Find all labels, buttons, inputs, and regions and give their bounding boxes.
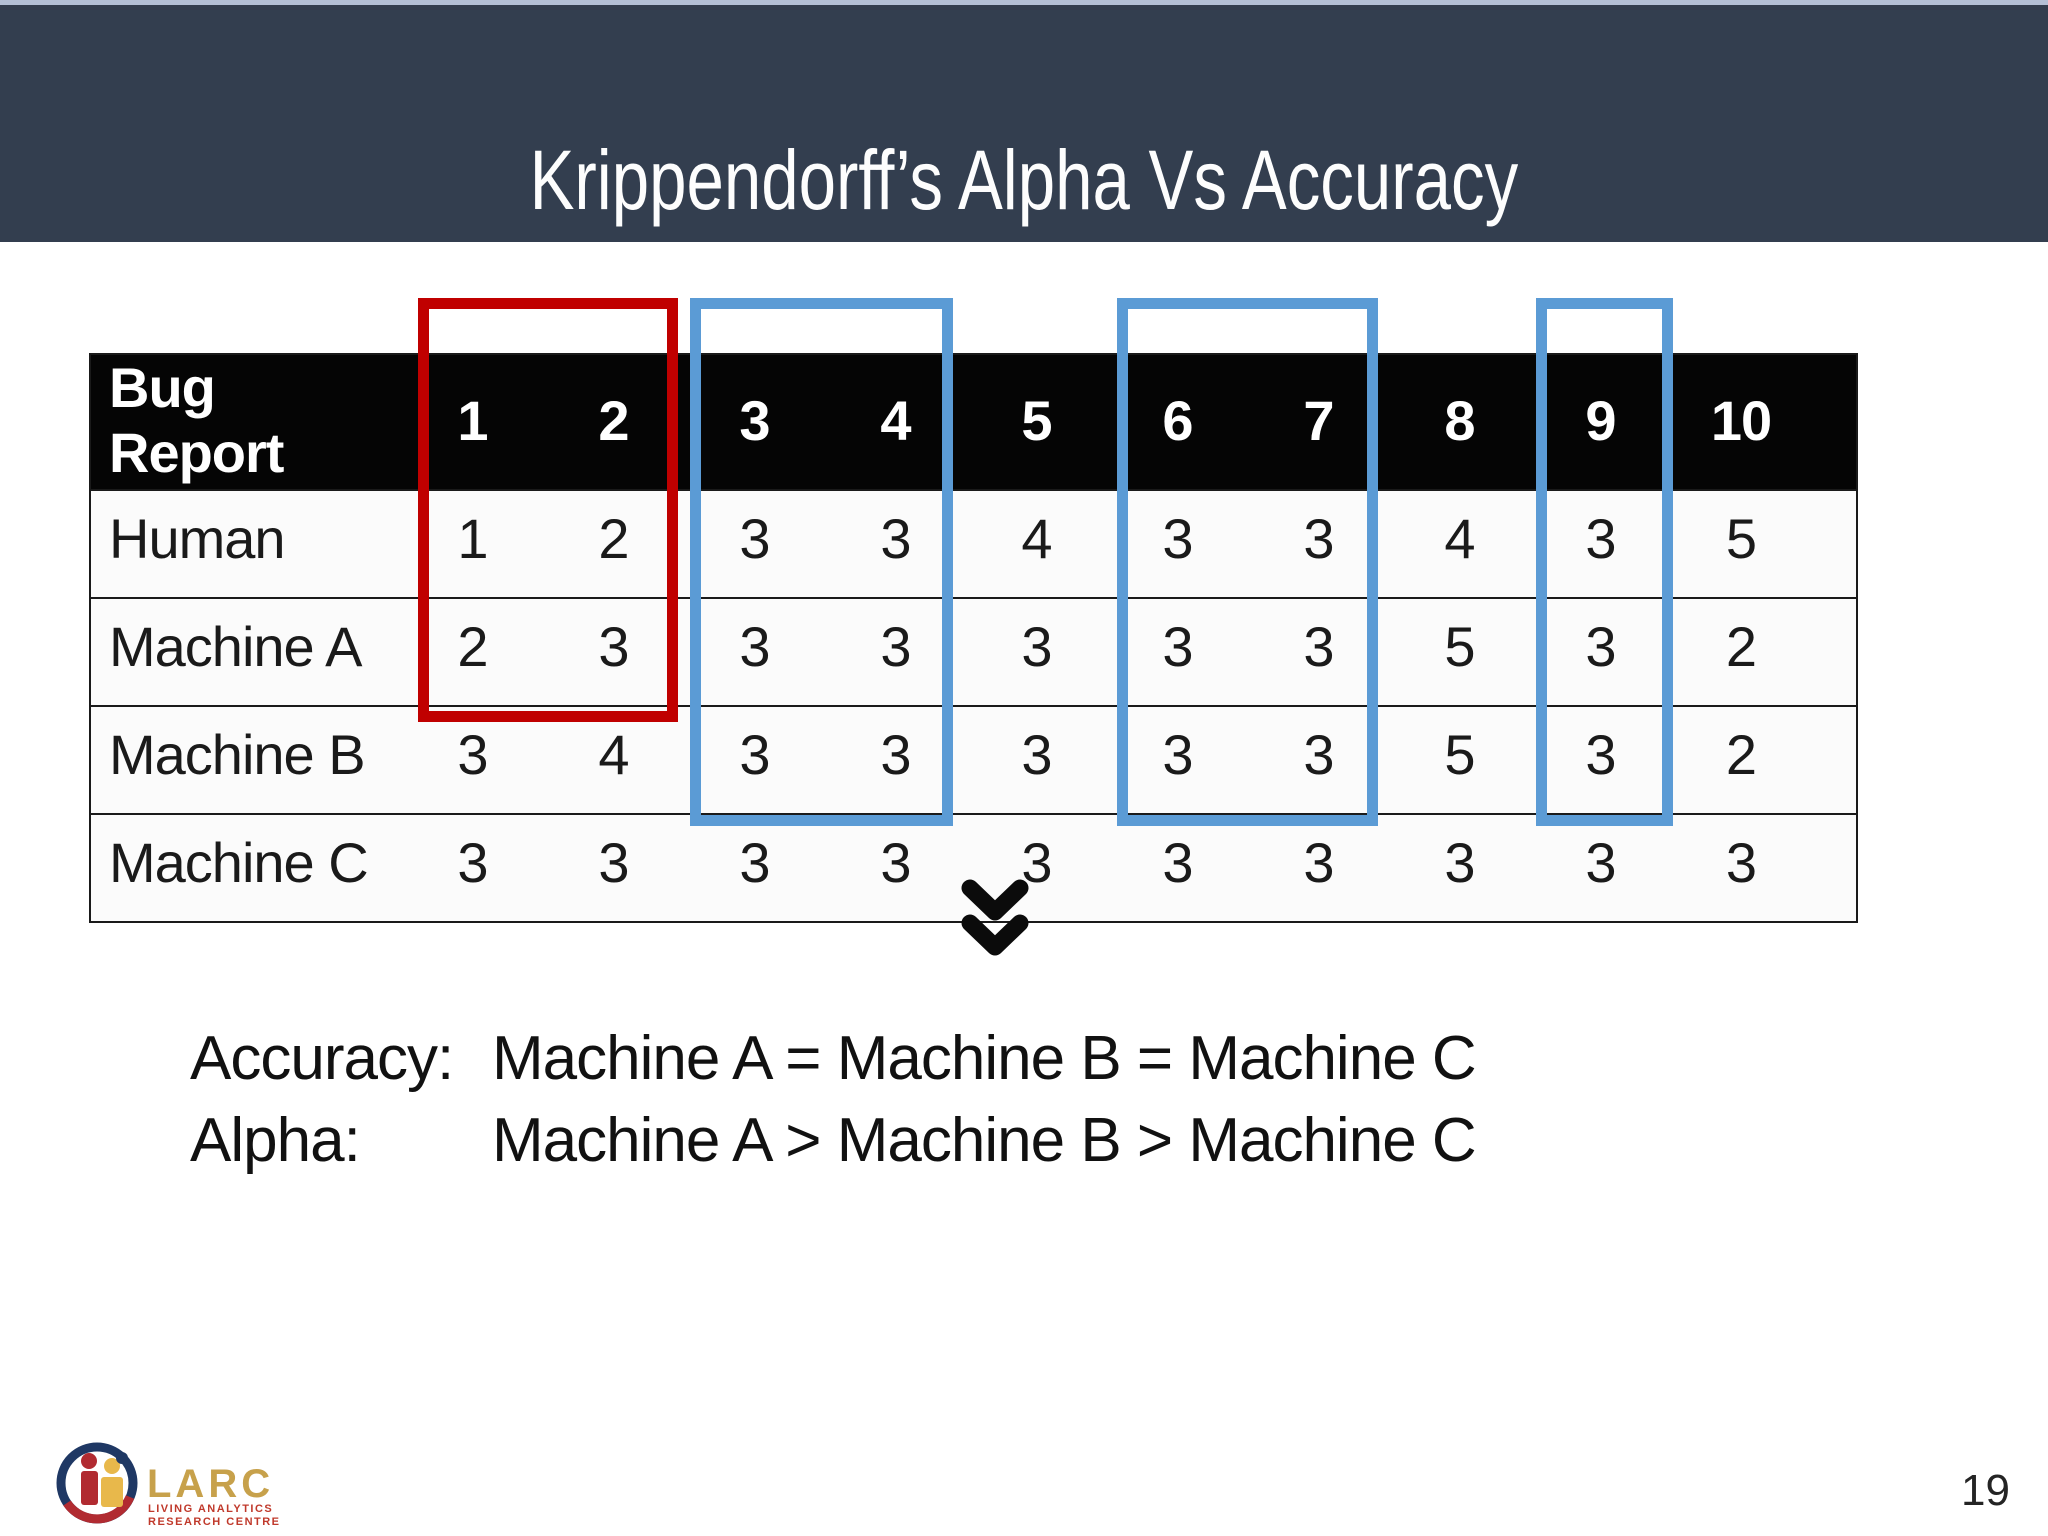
table-header-col-7: 7 [1248, 354, 1389, 490]
row-label: Machine C [90, 813, 402, 922]
alpha-value: Machine A > Machine B > Machine C [492, 1106, 1477, 1175]
data-cell: 4 [966, 489, 1107, 598]
alpha-label: Alpha: [190, 1106, 361, 1175]
logo-subline-2: RESEARCH CENTRE [148, 1516, 281, 1528]
data-cell: 3 [1530, 813, 1671, 922]
data-cell: 3 [543, 597, 684, 706]
row-label: Human [90, 489, 402, 598]
data-cell: 3 [684, 705, 825, 814]
table-header-col-8: 8 [1389, 354, 1530, 490]
highlight-box-blue-cols-6-7 [1117, 298, 1378, 826]
data-cell: 3 [1248, 813, 1389, 922]
logo-wordmark: LARC [147, 1462, 274, 1506]
double-chevron-down-icon [961, 879, 1029, 956]
row-label: Machine B [90, 705, 402, 814]
data-cell: 3 [1107, 705, 1248, 814]
data-cell: 3 [1107, 813, 1248, 922]
data-cell: 3 [966, 705, 1107, 814]
table-header-col-2: 2 [543, 354, 684, 490]
data-cell: 3 [966, 597, 1107, 706]
highlight-box-red-cols-1-2 [418, 298, 678, 722]
data-cell: 5 [1389, 705, 1530, 814]
data-cell: 3 [1530, 489, 1671, 598]
table-header-col-5: 5 [966, 354, 1107, 490]
data-cell: 3 [1530, 705, 1671, 814]
data-cell: 2 [1671, 705, 1857, 814]
data-cell: 3 [1248, 597, 1389, 706]
table-header-col-6: 6 [1107, 354, 1248, 490]
data-cell: 2 [1671, 597, 1857, 706]
data-cell: 3 [1107, 489, 1248, 598]
table-header-col-3: 3 [684, 354, 825, 490]
data-cell: 3 [1248, 489, 1389, 598]
data-cell: 3 [402, 813, 543, 922]
data-cell: 3 [1107, 597, 1248, 706]
data-cell: 5 [1389, 597, 1530, 706]
data-cell: 5 [1671, 489, 1857, 598]
table-header-col-9: 9 [1530, 354, 1671, 490]
data-cell: 3 [1530, 597, 1671, 706]
data-cell: 3 [684, 813, 825, 922]
top-accent-strip [0, 0, 2048, 5]
accuracy-value: Machine A = Machine B = Machine C [492, 1024, 1477, 1093]
alpha-line: Alpha: Machine A > Machine B > Machine C [190, 1100, 1477, 1182]
data-cell: 3 [684, 489, 825, 598]
data-cell: 2 [543, 489, 684, 598]
accuracy-line: Accuracy: Machine A = Machine B = Machin… [190, 1018, 1477, 1100]
data-cell: 3 [684, 597, 825, 706]
data-cell: 4 [543, 705, 684, 814]
page-title: Krippendorff’s Alpha Vs Accuracy [529, 133, 1519, 227]
larc-logo: LARC LIVING ANALYTICS RESEARCH CENTRE [56, 1442, 281, 1528]
highlight-box-blue-cols-3-4 [690, 298, 953, 826]
highlight-box-blue-col-9 [1536, 298, 1673, 826]
logo-ring-red-arc [63, 1495, 135, 1524]
page-number: 19 [1961, 1466, 2010, 1515]
table-header-bug-report: Bug Report [90, 354, 402, 490]
logo-subline-1: LIVING ANALYTICS [148, 1503, 273, 1515]
data-cell: 3 [825, 813, 966, 922]
conclusion-text: Accuracy: Machine A = Machine B = Machin… [190, 1018, 1477, 1182]
data-cell: 3 [1671, 813, 1857, 922]
row-label: Machine A [90, 597, 402, 706]
slide-header: Krippendorff’s Alpha Vs Accuracy [0, 5, 2048, 242]
table-header-col-10: 10 [1671, 354, 1857, 490]
data-cell: 3 [1248, 705, 1389, 814]
data-cell: 3 [543, 813, 684, 922]
accuracy-label: Accuracy: [190, 1024, 454, 1093]
data-cell: 4 [1389, 489, 1530, 598]
data-cell: 3 [1389, 813, 1530, 922]
data-cell: 3 [402, 705, 543, 814]
